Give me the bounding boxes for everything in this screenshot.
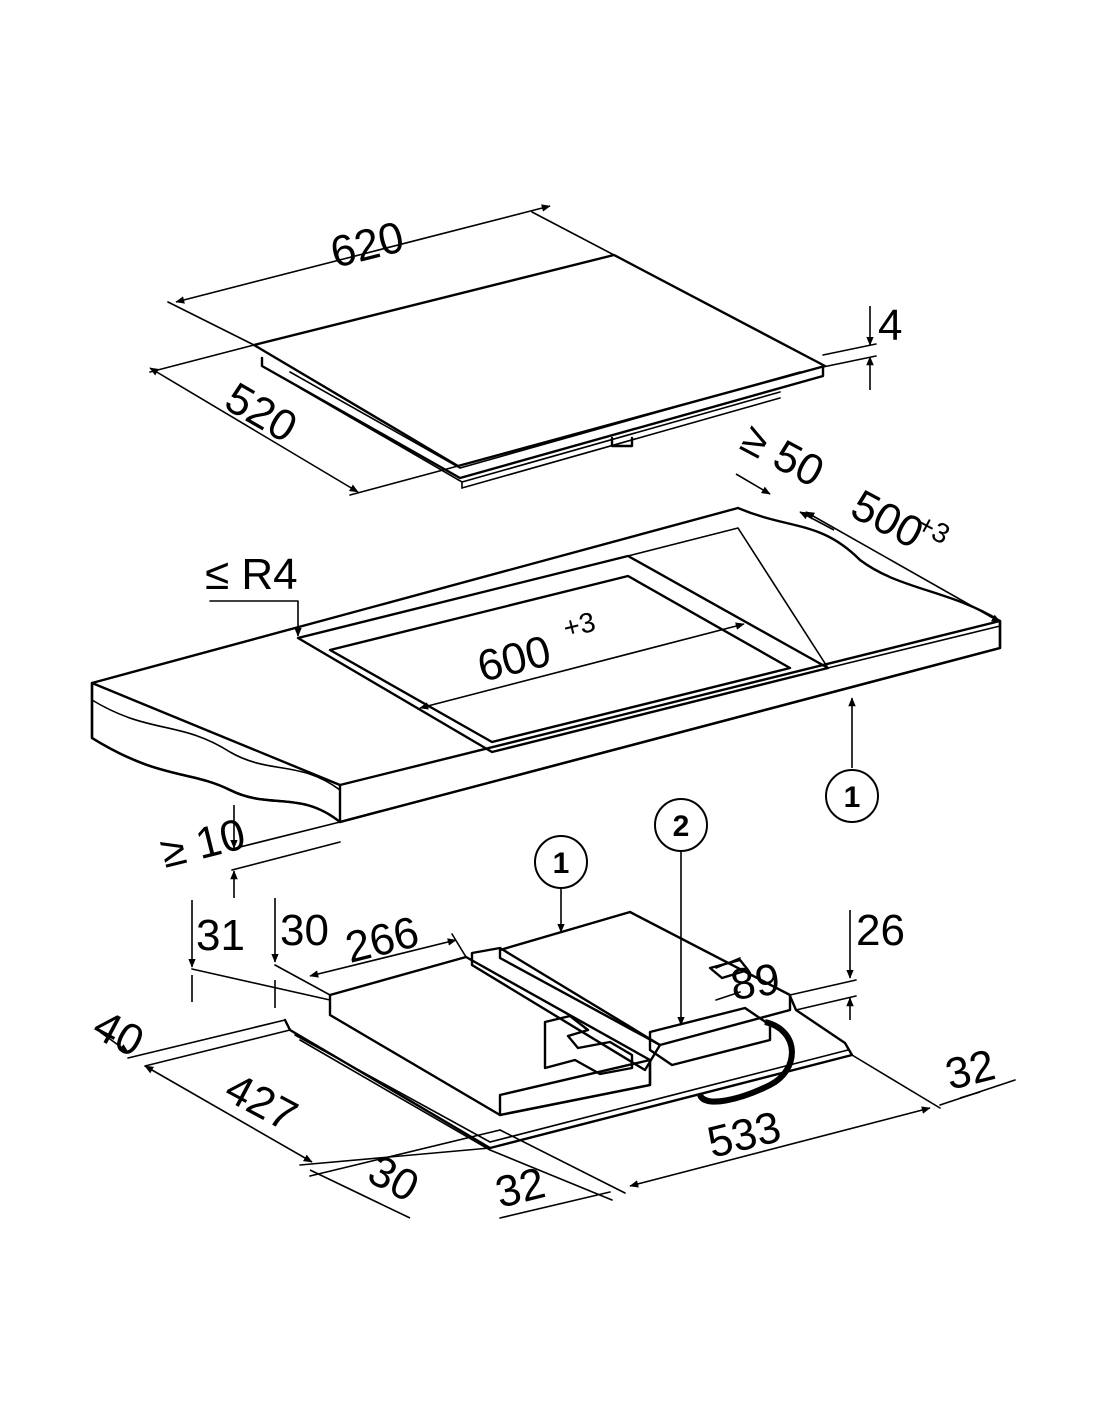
label-600: 600 [473, 626, 556, 691]
label-266: 266 [341, 907, 424, 972]
callout-1-housing: 1 [553, 847, 570, 880]
housing-center-rail [470, 946, 662, 1072]
worktop-front-face [90, 619, 1002, 824]
label-600-tol: +3 [560, 606, 598, 644]
dim-31: 31 [188, 900, 331, 1002]
label-26: 26 [856, 906, 905, 955]
label-89: 89 [728, 955, 783, 1010]
label-4: 4 [878, 301, 902, 350]
dim-worktop-thickness: ≥ 10 [156, 805, 341, 898]
cutout-hole [328, 574, 792, 744]
dim-30-top: 30 [271, 898, 331, 1008]
worktop-wavy-edge-left [91, 699, 341, 791]
hob-frame-lines [289, 371, 801, 490]
dim-32-bottom: 32 [489, 1129, 626, 1219]
dim-glass-thickness: 4 [822, 301, 902, 390]
label-32-right: 32 [941, 1040, 1000, 1099]
callout-worktop: 1 [825, 697, 879, 823]
label-500: 500 [843, 481, 931, 559]
cable-loop [697, 1019, 795, 1105]
hob-glass [252, 253, 827, 468]
dim-30-bottom: 30 [309, 1129, 501, 1219]
label-620: 620 [326, 212, 409, 277]
label-520: 520 [217, 373, 305, 452]
housing-notch [543, 1014, 634, 1076]
label-32-bottom: 32 [491, 1158, 550, 1217]
worktop-far-strip [627, 527, 829, 669]
connection-box [648, 1006, 772, 1067]
dim-hob-width: 620 [167, 204, 615, 346]
label-427: 427 [217, 1064, 305, 1142]
dim-corner-radius: ≤ R4 [205, 550, 302, 637]
dim-26: 26 [789, 906, 905, 1020]
label-533: 533 [703, 1102, 786, 1167]
label-40: 40 [85, 1001, 151, 1067]
callout-1-worktop: 1 [844, 781, 861, 814]
dim-hob-depth: 520 [149, 344, 459, 496]
hob-connector [610, 436, 634, 448]
dim-32-right: 32 [939, 1040, 1016, 1106]
callout-housing: 1 [534, 835, 588, 933]
dim-266: 266 [309, 907, 467, 978]
cutout-rim [296, 554, 830, 754]
label-30-bottom: 30 [360, 1146, 426, 1212]
dim-cutout-depth: 500 +3 [805, 481, 1001, 669]
label-10: ≥ 10 [156, 810, 251, 878]
dim-40: 40 [85, 1001, 286, 1067]
label-31: 31 [196, 911, 245, 960]
callout-connection-box: 2 [654, 798, 708, 1026]
hob-housing-edge [260, 356, 825, 480]
dim-89: 89 [715, 955, 783, 1010]
label-r4: ≤ R4 [205, 550, 298, 599]
callout-2: 2 [673, 810, 690, 843]
housing-right-plate [498, 910, 792, 1047]
housing-left-plate [328, 955, 652, 1117]
label-30-top: 30 [280, 906, 329, 955]
label-50: ≥ 50 [733, 414, 831, 497]
